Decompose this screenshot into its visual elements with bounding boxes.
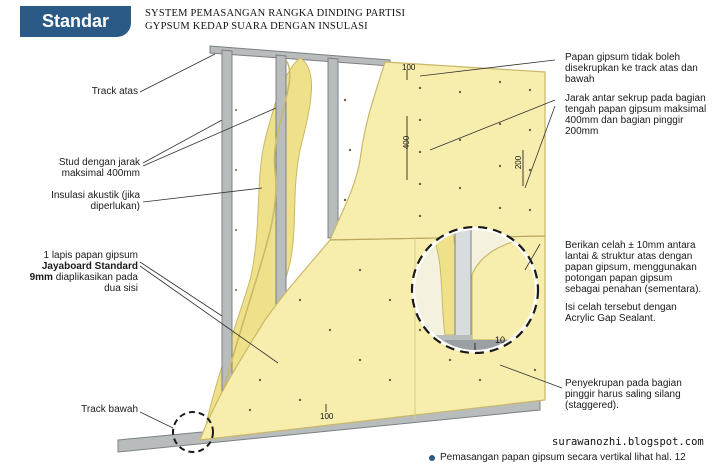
label-stud: Stud dengan jarak maksimal 400mm	[58, 157, 140, 179]
back-board-edge	[214, 59, 291, 426]
detail-magnifier-content	[415, 230, 535, 350]
stud-3	[327, 57, 339, 239]
dim-200: 200	[514, 155, 524, 170]
label-papan-post: diaplikasikan pada dua sisi	[55, 272, 138, 294]
left-edge-screws	[235, 109, 237, 291]
label-papan-pre: 1 lapis papan gipsum	[43, 250, 138, 261]
standard-tag-label: Standar	[41, 11, 110, 31]
leader-lines	[139, 53, 563, 429]
label-penyekrupan: Penyekrupan pada bagian pinggir harus sa…	[565, 378, 682, 411]
label-track-bawah: Track bawah	[81, 404, 138, 415]
dim-100-bottom: 100	[320, 412, 334, 421]
gypsum-board-upper	[329, 61, 546, 241]
note-bullet-icon	[429, 455, 435, 461]
title-line-2: GYPSUM KEDAP SUARA DENGAN INSULASI	[145, 21, 368, 32]
standard-tag	[20, 6, 131, 37]
label-tidak-boleh: Papan gipsum tidak boleh disekrupkan ke …	[565, 52, 698, 85]
label-insulasi: Insulasi akustik (jika diperlukan)	[51, 190, 140, 212]
dim-400: 400	[402, 135, 412, 150]
dim-10: 10	[495, 335, 506, 345]
label-papan-gipsum: 1 lapis papan gipsum Jayaboard Standard …	[10, 250, 138, 294]
dimension-marks	[325, 70, 524, 412]
title-line-1: SYSTEM PEMASANGAN RANGKA DINDING PARTISI	[145, 8, 406, 19]
label-track-atas: Track atas	[91, 86, 138, 97]
footer-note: Pemasangan papan gipsum secara vertikal …	[440, 452, 686, 463]
bottom-detail-circle	[172, 411, 214, 453]
label-papan-bold: Jayaboard Standard 9mm	[29, 261, 138, 283]
blog-watermark: surawanozhi.blogspot.com	[552, 436, 704, 448]
label-celah: Berikan celah ± 10mm antara lantai & str…	[565, 240, 702, 295]
label-isi-celah: Isi celah tersebut dengan Acrylic Gap Se…	[565, 302, 677, 324]
label-jarak-sekrup: Jarak antar sekrup pada bagian tengah pa…	[565, 93, 707, 137]
dim-100-top: 100	[402, 63, 416, 72]
